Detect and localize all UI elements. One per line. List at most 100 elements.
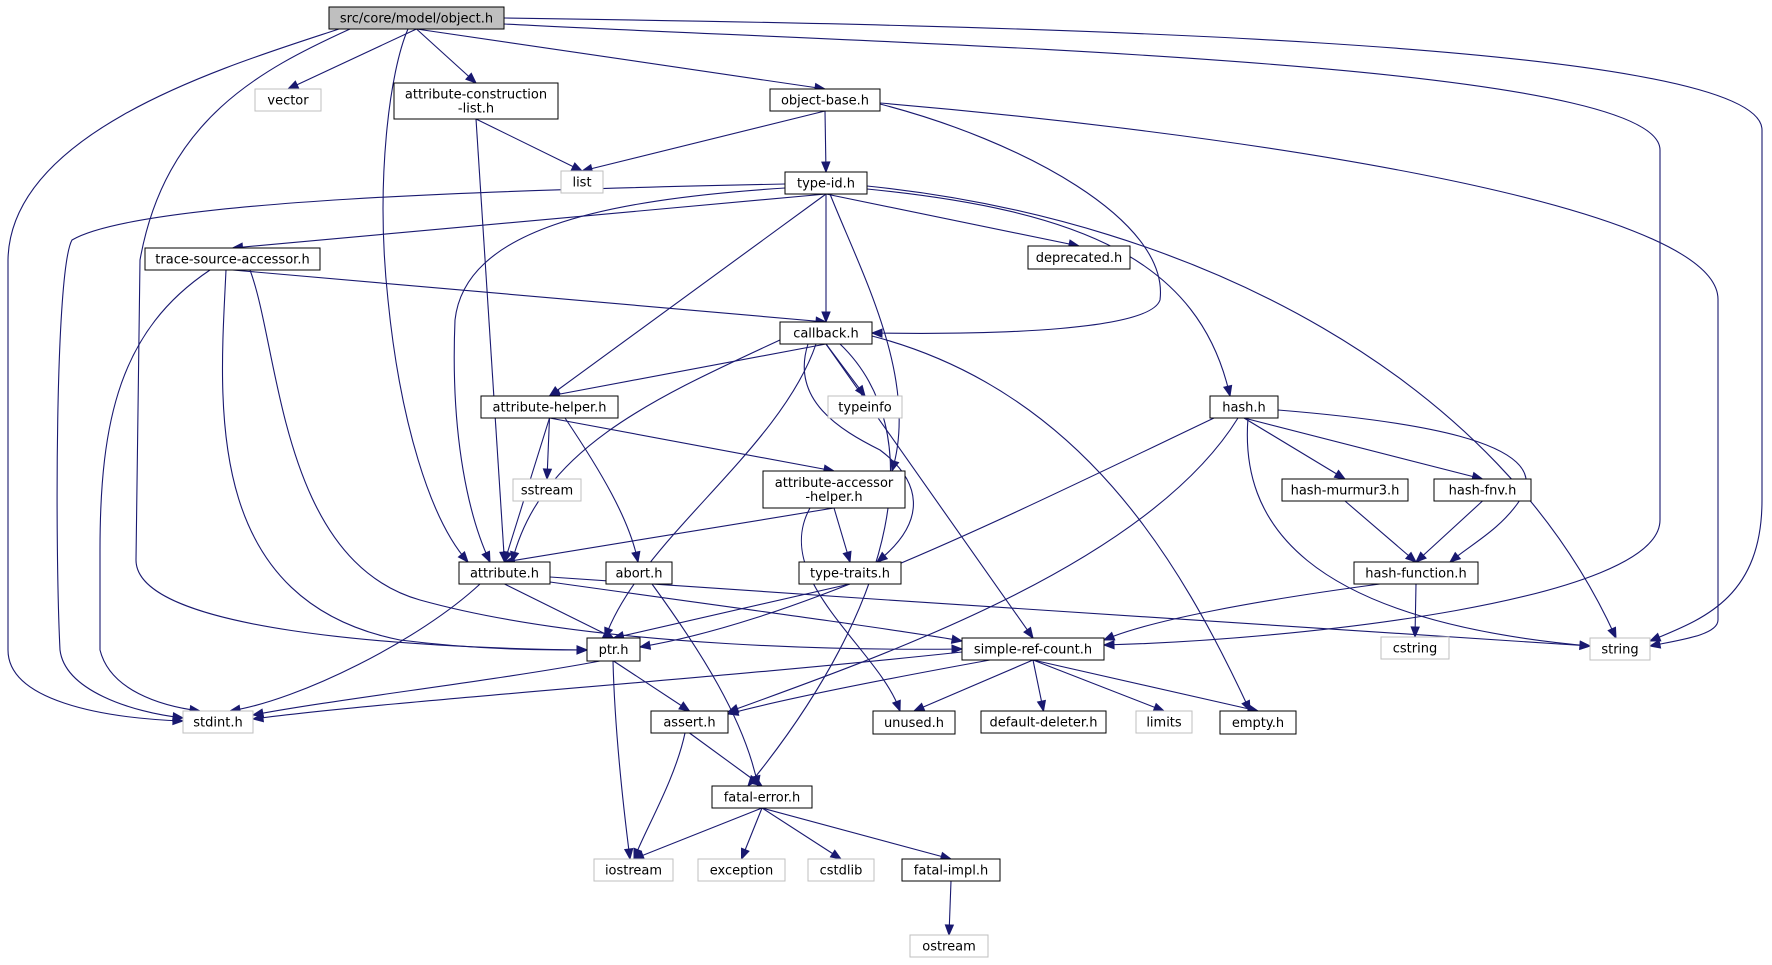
edge-type_id-to-hash_h — [866, 188, 1233, 398]
node-label: type-traits.h — [810, 567, 890, 582]
node-stdint[interactable]: stdint.h — [182, 710, 254, 734]
node-label: hash-function.h — [1365, 567, 1466, 582]
node-object-base[interactable]: object-base.h — [769, 88, 881, 112]
node-attribute-h[interactable]: attribute.h — [458, 561, 551, 585]
edge-hash_h-to-hash_murmur3 — [1243, 417, 1347, 480]
edge-attr_acc_helper-to-unused_h — [800, 507, 901, 713]
node-label: default-deleter.h — [990, 716, 1098, 731]
node-simple-ref[interactable]: simple-ref-count.h — [961, 637, 1105, 661]
edge-object_h-to-ptr_h — [135, 28, 589, 655]
node-typeinfo[interactable]: typeinfo — [827, 395, 903, 419]
node-label: fatal-error.h — [724, 791, 801, 806]
node-abort-h[interactable]: abort.h — [605, 561, 673, 585]
node-label: ptr.h — [599, 643, 629, 658]
edge-assert_h-to-fatal_error — [689, 732, 764, 787]
edge-type_traits-to-ptr_h — [612, 583, 851, 641]
node-label: cstdlib — [820, 864, 863, 879]
node-label: limits — [1146, 716, 1182, 731]
node-label: deprecated.h — [1036, 251, 1122, 266]
edge-type_id-to-deprecated — [825, 193, 1081, 249]
node-ostream[interactable]: ostream — [909, 934, 989, 958]
node-object-h[interactable]: src/core/model/object.h — [328, 6, 505, 30]
edge-hash_murmur3-to-hash_function — [1344, 500, 1418, 563]
edge-object_h-to-stdint — [7, 28, 340, 726]
edge-fatal_error-to-exception — [740, 807, 763, 861]
node-label: iostream — [605, 864, 662, 879]
node-fatal-impl[interactable]: fatal-impl.h — [901, 858, 1001, 882]
node-iostream[interactable]: iostream — [593, 858, 674, 882]
node-label: ostream — [922, 940, 976, 955]
edge-hash_h-to-string — [1246, 417, 1592, 650]
node-label: -list.h — [458, 102, 494, 117]
edge-simple_ref-to-stdint — [251, 651, 963, 723]
node-ptr-h[interactable]: ptr.h — [586, 637, 641, 662]
edge-callback-to-type_traits — [803, 343, 914, 563]
edge-attribute_h-to-simple_ref — [549, 581, 964, 644]
edge-attr_acc_helper-to-attribute_h — [503, 507, 835, 565]
node-attr-helper[interactable]: attribute-helper.h — [480, 395, 619, 419]
node-fatal-error[interactable]: fatal-error.h — [711, 785, 813, 809]
node-label: trace-source-accessor.h — [155, 253, 309, 268]
edge-hash_h-to-ptr_h — [638, 417, 1215, 650]
edge-callback-to-attr_helper — [548, 343, 827, 399]
node-callback[interactable]: callback.h — [779, 321, 873, 345]
node-cstring[interactable]: cstring — [1380, 636, 1450, 660]
edge-simple_ref-to-default_deleter — [1032, 659, 1047, 713]
node-deprecated[interactable]: deprecated.h — [1027, 245, 1131, 270]
edge-simple_ref-to-empty_h — [1032, 659, 1260, 714]
node-label: assert.h — [663, 716, 715, 731]
node-label: empty.h — [1232, 716, 1284, 731]
edge-attr_cons_list-to-attribute_h — [475, 118, 509, 564]
node-string[interactable]: string — [1589, 637, 1651, 661]
node-label: hash.h — [1222, 401, 1266, 416]
node-label: cstring — [1393, 642, 1437, 657]
edge-type_id-to-callback — [821, 194, 831, 324]
node-label: attribute-helper.h — [492, 401, 606, 416]
edge-attr_helper-to-abort_h — [564, 417, 641, 564]
edge-callback-to-simple_ref — [825, 343, 1034, 640]
edge-object_h-to-vector — [286, 28, 417, 90]
edge-fatal_impl-to-ostream — [944, 880, 955, 937]
edge-attribute_h-to-ptr_h — [504, 583, 615, 639]
node-attr-acc-helper[interactable]: attribute-accessor-helper.h — [762, 470, 906, 509]
node-type-traits[interactable]: type-traits.h — [798, 561, 902, 585]
node-exception[interactable]: exception — [697, 858, 786, 882]
node-label: abort.h — [616, 567, 663, 582]
node-label: sstream — [521, 484, 573, 499]
nodes-layer: src/core/model/object.h vector attribute-c… — [144, 6, 1651, 958]
node-label: type-id.h — [797, 177, 855, 192]
edge-hash_function-to-simple_ref — [1102, 583, 1381, 641]
node-unused-h[interactable]: unused.h — [872, 710, 956, 735]
node-label: list — [572, 176, 591, 191]
node-list[interactable]: list — [560, 170, 604, 194]
edge-object_h-to-simple_ref — [503, 23, 1661, 650]
node-label: vector — [267, 94, 309, 109]
node-vector[interactable]: vector — [254, 88, 322, 112]
edge-abort_h-to-fatal_error — [651, 583, 761, 788]
node-trace-src[interactable]: trace-source-accessor.h — [144, 247, 321, 271]
node-assert-h[interactable]: assert.h — [650, 710, 729, 734]
edge-type_id-to-string — [866, 185, 1617, 640]
edge-hash_fnv-to-hash_function — [1415, 500, 1483, 563]
edge-ptr_h-to-assert_h — [613, 660, 691, 712]
edge-simple_ref-to-unused_h — [912, 659, 1034, 712]
node-empty-h[interactable]: empty.h — [1219, 710, 1297, 735]
node-hash-h[interactable]: hash.h — [1209, 395, 1279, 419]
node-hash-murmur3[interactable]: hash-murmur3.h — [1281, 478, 1409, 502]
node-type-id[interactable]: type-id.h — [784, 171, 868, 195]
node-label: attribute-accessor — [775, 476, 894, 491]
node-label: object-base.h — [781, 94, 869, 109]
node-hash-fnv[interactable]: hash-fnv.h — [1433, 478, 1532, 502]
edge-hash_function-to-cstring — [1410, 583, 1420, 639]
node-label: fatal-impl.h — [914, 864, 988, 879]
node-label: callback.h — [793, 327, 859, 342]
edge-object_base-to-type_id — [821, 110, 831, 174]
node-hash-function[interactable]: hash-function.h — [1353, 561, 1479, 585]
node-limits[interactable]: limits — [1135, 710, 1193, 734]
node-attr-cons-list[interactable]: attribute-construction-list.h — [393, 82, 559, 120]
node-sstream[interactable]: sstream — [512, 478, 582, 502]
node-cstdlib[interactable]: cstdlib — [807, 858, 875, 882]
node-label: string — [1601, 643, 1638, 658]
node-default-deleter[interactable]: default-deleter.h — [980, 710, 1107, 734]
node-label: src/core/model/object.h — [340, 12, 493, 27]
